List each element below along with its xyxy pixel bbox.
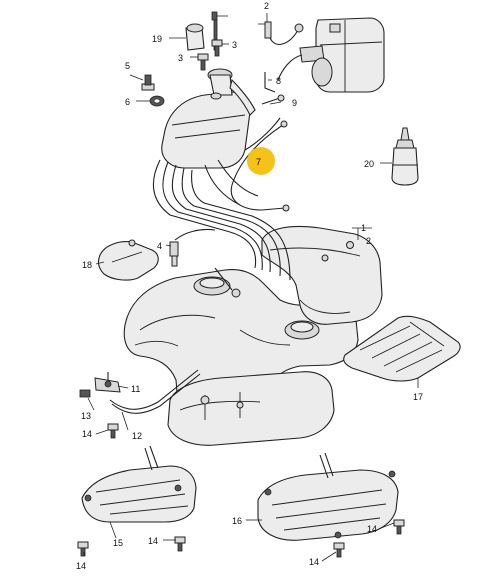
bolt-part-5[interactable] xyxy=(141,74,155,91)
callout-9[interactable]: 9 xyxy=(292,98,297,108)
valve-part-19[interactable] xyxy=(185,11,218,51)
callout-2[interactable]: 2 xyxy=(366,236,371,246)
filler-neck-assembly[interactable] xyxy=(161,68,256,169)
callout-14[interactable]: 14 xyxy=(367,524,377,534)
callout-11[interactable]: 11 xyxy=(131,384,140,394)
callout-14[interactable]: 14 xyxy=(309,557,319,567)
connector-part-9[interactable] xyxy=(261,94,285,105)
callout-14[interactable]: 14 xyxy=(148,536,158,546)
callout-1[interactable]: 1 xyxy=(361,223,366,233)
callout-8[interactable]: 8 xyxy=(276,76,281,86)
callout-16[interactable]: 16 xyxy=(232,516,242,526)
callout-14[interactable]: 14 xyxy=(76,561,86,571)
sealant-bottle-part-20[interactable] xyxy=(391,127,419,186)
strap-part-12[interactable] xyxy=(109,369,201,414)
fuel-tank[interactable] xyxy=(123,225,383,446)
callout-12[interactable]: 12 xyxy=(132,431,142,441)
clip-part-8[interactable] xyxy=(264,72,276,93)
callout-4[interactable]: 4 xyxy=(157,241,162,251)
carbon-canister[interactable] xyxy=(277,17,385,93)
lower-shield-part-15[interactable] xyxy=(81,445,197,523)
callout-5[interactable]: 5 xyxy=(125,61,130,71)
callout-6[interactable]: 6 xyxy=(125,97,130,107)
bolt-part-14[interactable] xyxy=(393,519,405,535)
callout-7[interactable]: 7 xyxy=(256,157,261,167)
callout-18[interactable]: 18 xyxy=(82,260,92,270)
callout-3[interactable]: 3 xyxy=(178,53,183,63)
callout-17[interactable]: 17 xyxy=(413,392,423,402)
callout-20[interactable]: 20 xyxy=(364,159,374,169)
callout-13[interactable]: 13 xyxy=(81,411,91,421)
lower-shield-part-16[interactable] xyxy=(257,452,399,541)
callout-15[interactable]: 15 xyxy=(113,538,123,548)
fuel-line-bundle[interactable] xyxy=(152,117,291,291)
bolt-part-14[interactable] xyxy=(107,423,119,439)
washer-part-6[interactable] xyxy=(149,95,165,107)
callout-3[interactable]: 3 xyxy=(232,40,237,50)
bolt-part-14[interactable] xyxy=(174,536,186,552)
callout-19[interactable]: 19 xyxy=(152,34,162,44)
hose-part-2-top[interactable] xyxy=(264,21,304,45)
bolt-part-14[interactable] xyxy=(77,541,89,557)
bolt-part-14[interactable] xyxy=(333,542,345,558)
nut-part-13[interactable] xyxy=(79,389,91,398)
highlight-marker xyxy=(247,147,275,175)
callout-14[interactable]: 14 xyxy=(82,429,92,439)
clip-part-4[interactable] xyxy=(169,241,179,267)
callout-2[interactable]: 2 xyxy=(264,1,269,11)
heat-shield-part-17[interactable] xyxy=(343,315,461,382)
breather-hose[interactable] xyxy=(230,120,290,212)
cover-plate-part-18[interactable] xyxy=(97,239,159,281)
callout-labels: 1 2 2 3 3 4 5 6 7 8 9 11 12 13 14 14 14 … xyxy=(76,1,423,571)
strap-bracket-part-11[interactable] xyxy=(94,372,121,393)
